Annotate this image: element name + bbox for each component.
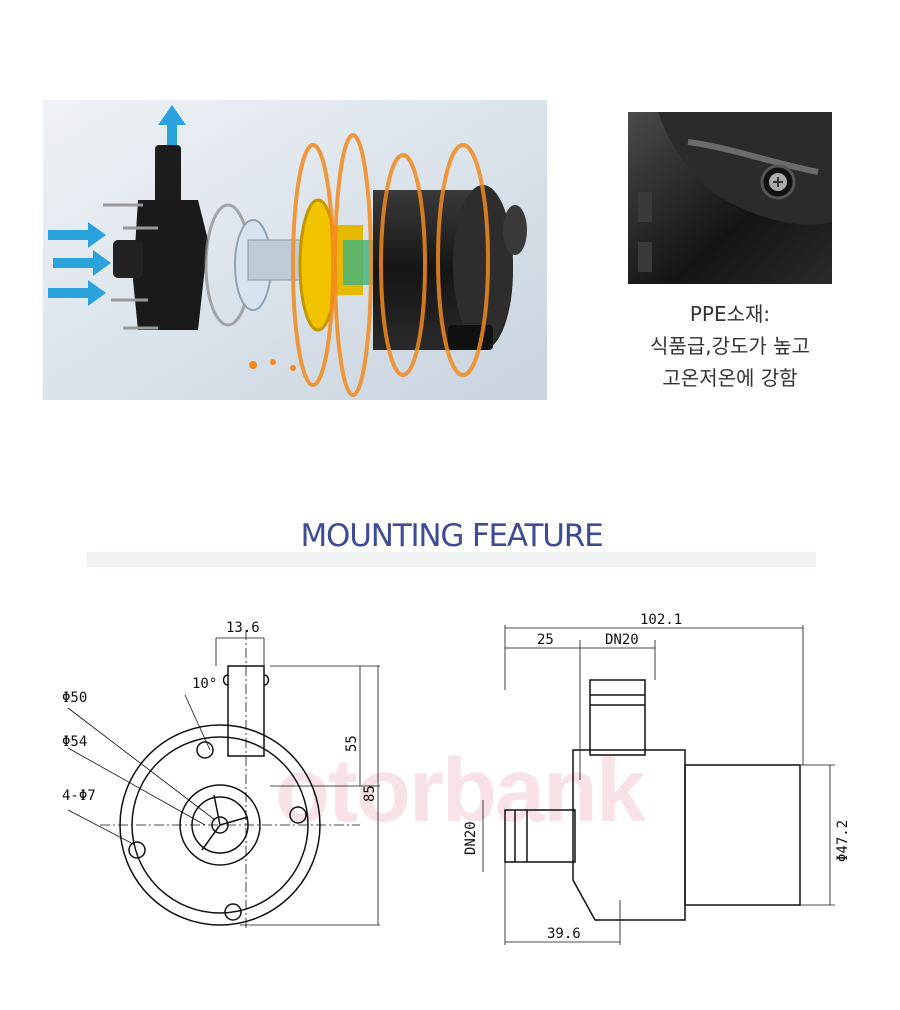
dim-phi47-2: Φ47.2 [835,820,851,862]
section-title: MOUNTING FEATURE [300,518,604,554]
dim-phi54: Φ54 [62,734,87,750]
dim-holes: 4-Φ7 [62,788,96,804]
side-view-drawing: 102.1 25 DN20 DN20 39.6 Φ47.2 [463,612,851,945]
dim-angle: 10° [192,676,217,692]
dim-inlet-dn20: DN20 [463,821,479,855]
dim-13-6: 13.6 [226,620,260,636]
mounting-closeup-photo [628,112,832,284]
outlet-flow-arrow [158,105,186,145]
dim-102-1: 102.1 [640,612,682,628]
dim-phi50: Φ50 [62,690,87,706]
material-caption: PPE소재: 식품급,강도가 높고 고온저온에 강함 [600,298,860,394]
caption-line-3: 고온저온에 강함 [662,366,798,390]
inlet-flow-arrows [48,222,111,306]
caption-line-2: 식품급,강도가 높고 [650,334,810,358]
dim-25: 25 [537,632,554,648]
dim-outlet-dn20: DN20 [605,632,639,648]
pump-head [103,145,208,330]
section-band [87,552,816,567]
exploded-pump-illustration [43,100,547,400]
dim-55: 55 [344,735,360,752]
caption-line-1: PPE소재: [689,302,771,326]
front-view-drawing: 13.6 10° Φ50 Φ54 4-Φ7 55 85 [62,620,380,930]
watermark: otorbank [275,741,646,841]
heat-rings [291,133,490,397]
dim-39-6: 39.6 [547,926,581,942]
dim-85: 85 [362,785,378,802]
